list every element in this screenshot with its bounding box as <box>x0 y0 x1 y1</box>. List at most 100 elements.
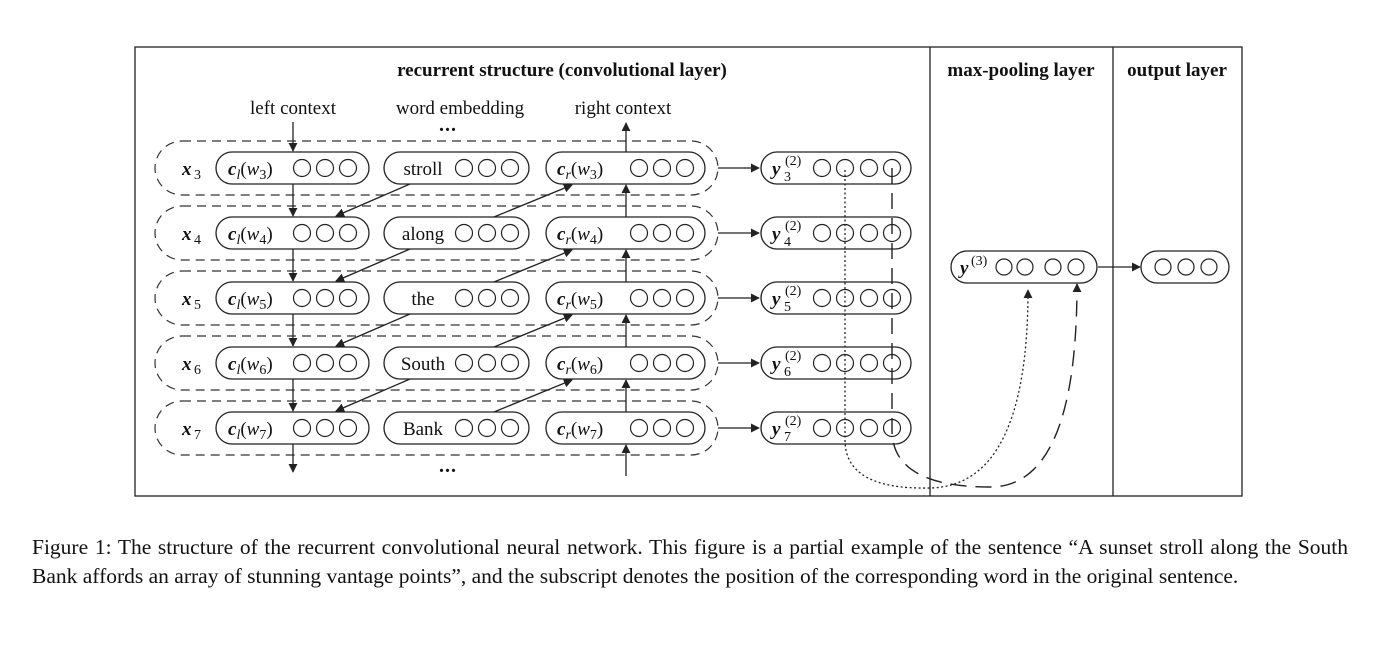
y2-superscript: (2) <box>785 349 802 364</box>
maxpool-node: y (3) <box>950 250 1098 284</box>
word-embedding-unit-2 <box>477 418 497 438</box>
w-subscript: 6 <box>590 363 597 378</box>
word-label: stroll <box>403 159 442 180</box>
close-paren: ) <box>266 419 272 440</box>
w-symbol: w <box>247 224 260 245</box>
word-embedding-unit-1 <box>454 418 474 438</box>
maxpool-unit-1 <box>995 258 1013 276</box>
l-subscript: l <box>236 298 240 313</box>
right-context-formula: cr(w6) <box>557 354 603 378</box>
embed-to-right-arrow <box>493 313 573 348</box>
open-paren: ( <box>571 159 577 180</box>
close-paren: ) <box>597 354 603 375</box>
latent-unit-3 <box>859 418 879 438</box>
embed-to-right-arrow <box>493 248 573 283</box>
w-subscript: 6 <box>259 363 266 378</box>
latent-unit-3 <box>859 288 879 308</box>
input-x-subscript: 6 <box>194 363 201 378</box>
figure-caption: Figure 1: The structure of the recurrent… <box>32 535 1348 588</box>
bottom-ellipsis: ... <box>439 455 457 477</box>
r-subscript: r <box>565 428 571 443</box>
w-subscript: 4 <box>259 233 266 248</box>
left-context-formula: cl(w7) <box>228 419 273 443</box>
right-context-unit-3 <box>675 223 695 243</box>
close-paren: ) <box>597 419 603 440</box>
close-paren: ) <box>266 159 272 180</box>
c-symbol: c <box>557 159 566 180</box>
r-subscript: r <box>565 168 571 183</box>
maxpool-section-title: max-pooling layer <box>947 60 1095 81</box>
left-context-unit-3 <box>338 158 358 178</box>
y2-superscript: (2) <box>785 219 802 234</box>
y2-symbol: y <box>770 159 781 180</box>
y2-subscript: 7 <box>784 430 791 445</box>
input-x-symbol: x <box>181 419 192 440</box>
r-subscript: r <box>565 298 571 313</box>
row-group-outline <box>154 335 719 391</box>
word-embedding-unit-3 <box>500 288 520 308</box>
close-paren: ) <box>266 224 272 245</box>
embed-to-left-arrow <box>335 248 411 282</box>
right-context-formula: cr(w4) <box>557 224 603 248</box>
r-subscript: r <box>565 363 571 378</box>
latent-unit-3 <box>859 158 879 178</box>
output-unit-2 <box>1177 258 1195 276</box>
l-subscript: l <box>236 428 240 443</box>
w-subscript: 5 <box>590 298 597 313</box>
maxpool-dashed-curve <box>891 168 1082 488</box>
right-context-unit-1 <box>629 418 649 438</box>
w-symbol: w <box>577 354 590 375</box>
close-paren: ) <box>597 159 603 180</box>
right-context-unit-3 <box>675 288 695 308</box>
r-subscript: r <box>565 233 571 248</box>
latent-unit-1 <box>812 223 832 243</box>
embed-to-left-arrow <box>335 378 411 412</box>
input-x-symbol: x <box>181 159 192 180</box>
word-embedding-unit-3 <box>500 223 520 243</box>
c-symbol: c <box>557 419 566 440</box>
l-subscript: l <box>236 168 240 183</box>
c-symbol: c <box>228 419 237 440</box>
left-context-unit-2 <box>315 288 335 308</box>
row-group-outline <box>154 270 719 326</box>
y2-subscript: 3 <box>784 170 791 185</box>
maxpool-dotted-curve <box>844 170 1033 489</box>
latent-unit-2 <box>835 158 855 178</box>
input-x-subscript: 7 <box>194 428 201 443</box>
input-x-subscript: 5 <box>194 298 201 313</box>
y2-subscript: 5 <box>784 300 791 315</box>
left-context-unit-2 <box>315 353 335 373</box>
output-unit-3 <box>1200 258 1218 276</box>
row-group-outline <box>154 140 719 196</box>
right-context-unit-1 <box>629 223 649 243</box>
embed-to-left-arrow <box>335 313 411 347</box>
y3-superscript: (3) <box>971 254 988 269</box>
right-context-unit-3 <box>675 418 695 438</box>
word-embedding-label: word embedding <box>396 98 525 119</box>
left-context-unit-3 <box>338 418 358 438</box>
latent-unit-1 <box>812 418 832 438</box>
word-embedding-unit-1 <box>454 288 474 308</box>
right-context-unit-2 <box>652 223 672 243</box>
latent-unit-3 <box>859 223 879 243</box>
left-context-unit-1 <box>292 353 312 373</box>
embed-to-right-arrow <box>493 378 573 413</box>
left-context-unit-3 <box>338 353 358 373</box>
links-layer <box>288 122 760 476</box>
output-section-title: output layer <box>1127 60 1227 81</box>
right-context-unit-2 <box>652 353 672 373</box>
left-context-unit-2 <box>315 158 335 178</box>
close-paren: ) <box>266 354 272 375</box>
w-symbol: w <box>577 289 590 310</box>
input-x-symbol: x <box>181 224 192 245</box>
w-subscript: 7 <box>590 428 597 443</box>
c-symbol: c <box>228 289 237 310</box>
close-paren: ) <box>597 224 603 245</box>
c-symbol: c <box>228 224 237 245</box>
y2-superscript: (2) <box>785 414 802 429</box>
right-context-unit-3 <box>675 353 695 373</box>
row-group-outline <box>154 400 719 456</box>
left-context-unit-1 <box>292 158 312 178</box>
